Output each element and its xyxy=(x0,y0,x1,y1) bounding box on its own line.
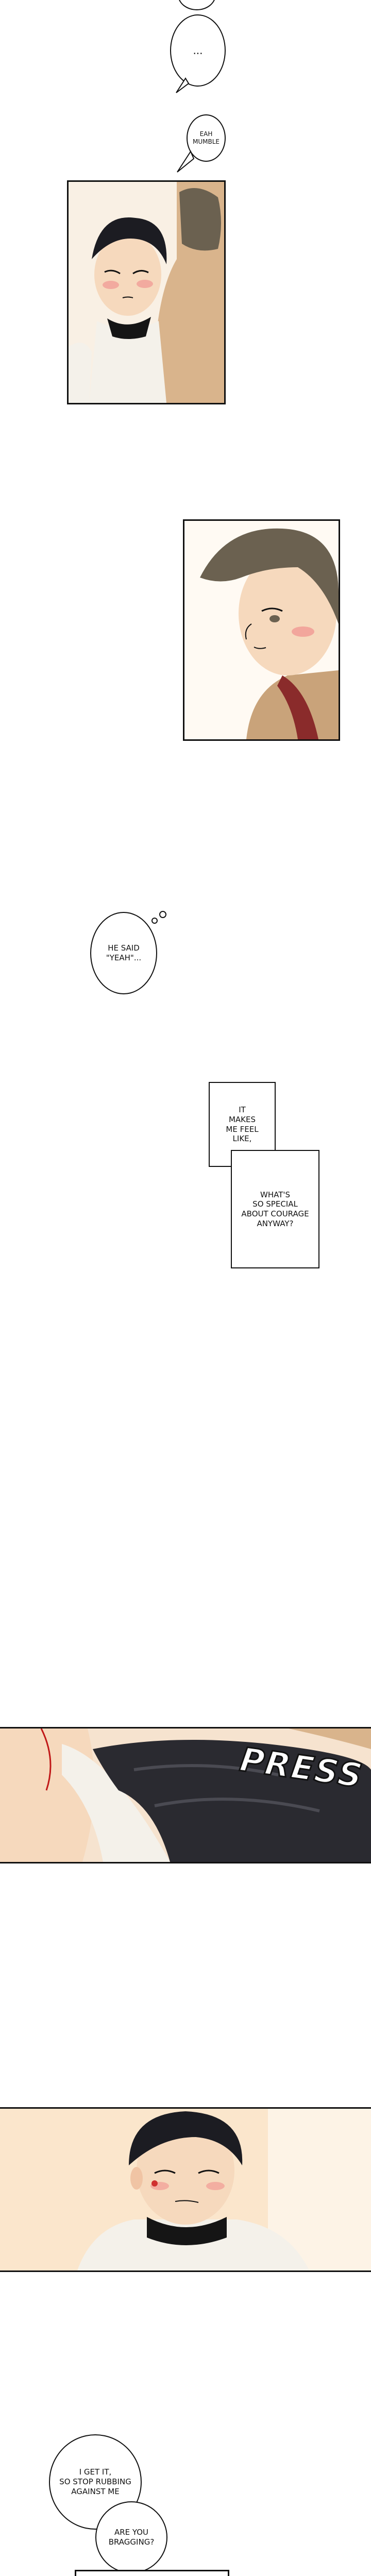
speech-bubble-mumble: EAH MUMBLE xyxy=(187,114,226,162)
speech-bubble-ellipsis-top: ... xyxy=(178,0,216,10)
narration-line: IT xyxy=(239,1105,246,1114)
narration-box-courage: WHAT'S SO SPECIAL ABOUT COURAGE ANYWAY? xyxy=(231,1150,319,1268)
narration-line: WHAT'S xyxy=(260,1190,290,1199)
panel-press-closeup: PRESS xyxy=(0,1727,371,1863)
bubble-tail xyxy=(176,77,190,93)
panel-dark-hair-boy-eyes-closed xyxy=(67,180,226,404)
speech-bubble-he-said: HE SAID "YEAH"... xyxy=(90,912,157,994)
bubble-text: ... xyxy=(192,0,201,1)
bubble-text-line: SO STOP RUBBING xyxy=(59,2477,131,2487)
bubble-text-line: I GET IT, xyxy=(79,2467,112,2477)
narration-line: ANYWAY? xyxy=(257,1218,294,1228)
panel-brown-hair-boy-blushing xyxy=(183,519,340,741)
bubble-tail xyxy=(177,150,195,173)
bubble-text-line: "YEAH"... xyxy=(106,953,142,962)
narration-line: ABOUT COURAGE xyxy=(241,1209,309,1218)
bubble-text-line: MUMBLE xyxy=(193,138,220,145)
bubble-text: ... xyxy=(193,44,203,57)
next-panel-edge xyxy=(75,2570,229,2576)
narration-line: ME FEEL xyxy=(226,1124,259,1134)
bubble-text-line: AGAINST ME xyxy=(71,2486,120,2496)
bubble-text-line: HE SAID xyxy=(108,943,140,953)
panel-dark-hair-boy-annoyed xyxy=(0,2107,371,2272)
speech-bubble-bragging: ARE YOU BRAGGING? xyxy=(95,2501,167,2573)
bubble-text-line: ARE YOU xyxy=(114,2528,149,2537)
thought-dots xyxy=(151,911,166,924)
narration-line: MAKES xyxy=(228,1114,256,1124)
panel-artwork xyxy=(0,2109,371,2270)
narration-line: SO SPECIAL xyxy=(252,1199,298,1209)
narration-line: LIKE, xyxy=(232,1134,252,1144)
panel-artwork xyxy=(184,521,339,739)
speech-bubble-ellipsis: ... xyxy=(170,14,226,87)
panel-artwork xyxy=(0,1728,371,1862)
bubble-text-line: BRAGGING? xyxy=(108,2537,155,2547)
bubble-text-line: EAH xyxy=(199,130,213,138)
panel-artwork xyxy=(69,182,224,403)
